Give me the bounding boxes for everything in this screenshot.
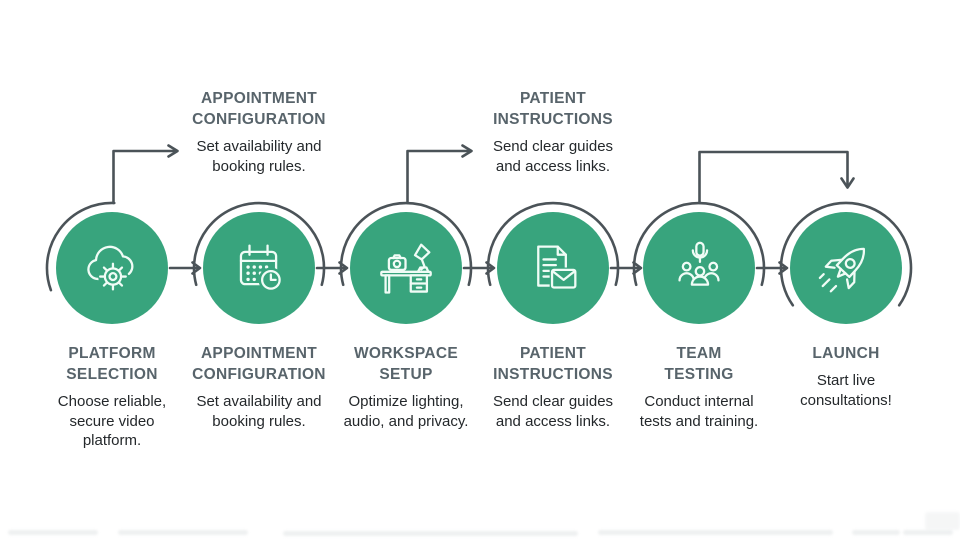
bottom-blur-artifact bbox=[8, 530, 98, 535]
step-label-instructions: PATIENT INSTRUCTIONS Send clear guides a… bbox=[463, 343, 643, 431]
calendar-clock-icon bbox=[239, 244, 284, 293]
callout-appointment: APPOINTMENT CONFIGURATION Set availabili… bbox=[169, 88, 349, 176]
bottom-blur-artifact bbox=[903, 530, 953, 535]
rocket-icon bbox=[818, 247, 865, 293]
step-description: Choose reliable, secure video platform. bbox=[57, 393, 167, 449]
desk-workspace-icon bbox=[380, 243, 432, 294]
step-title-line: TESTING bbox=[664, 366, 734, 383]
step-arcs bbox=[45, 201, 913, 307]
step-label-appointment: APPOINTMENT CONFIGURATION Set availabili… bbox=[169, 343, 349, 431]
step-circle-team bbox=[643, 212, 755, 324]
step-title-line: PLATFORM bbox=[68, 345, 156, 362]
step-circle-platform bbox=[56, 212, 168, 324]
step-circle-workspace bbox=[350, 212, 462, 324]
step-label-platform: PLATFORM SELECTION Choose reliable, secu… bbox=[22, 343, 202, 451]
callout-arrows bbox=[112, 144, 855, 205]
bottom-blur-artifact bbox=[118, 530, 248, 535]
step-title-line: PATIENT bbox=[519, 345, 587, 362]
callout-description: Send clear guides and access links. bbox=[492, 138, 614, 175]
step-description: Conduct internal tests and training. bbox=[639, 393, 759, 430]
callout-title-line: APPOINTMENT bbox=[200, 90, 318, 107]
callout-title-line: PATIENT bbox=[519, 90, 587, 107]
step-title: TEAM TESTING bbox=[609, 343, 789, 385]
callout-patient: PATIENT INSTRUCTIONS Send clear guides a… bbox=[463, 88, 643, 176]
step-title-line: LAUNCH bbox=[812, 345, 880, 362]
step-label-team: TEAM TESTING Conduct internal tests and … bbox=[609, 343, 789, 431]
bottom-blur-artifact bbox=[852, 530, 900, 535]
step-title-line: APPOINTMENT bbox=[200, 345, 318, 362]
callout-title: APPOINTMENT CONFIGURATION bbox=[169, 88, 349, 130]
step-title: LAUNCH bbox=[756, 343, 936, 364]
step-title-line: WORKSPACE bbox=[353, 345, 459, 362]
step-title: PATIENT INSTRUCTIONS bbox=[463, 343, 643, 385]
step-title-line: SETUP bbox=[379, 366, 433, 383]
step-circle-launch bbox=[790, 212, 902, 324]
bottom-blur-artifact bbox=[925, 512, 960, 530]
callout-title-line: INSTRUCTIONS bbox=[493, 111, 613, 128]
callout-description: Set availability and booking rules. bbox=[196, 138, 322, 175]
step-description: Optimize lighting, audio, and privacy. bbox=[343, 393, 469, 430]
step-title-line: TEAM bbox=[676, 345, 722, 362]
step-title: WORKSPACE SETUP bbox=[316, 343, 496, 385]
bottom-blur-artifact bbox=[283, 531, 578, 536]
cloud-gear-icon bbox=[87, 245, 134, 292]
step-title-line: CONFIGURATION bbox=[192, 366, 326, 383]
bottom-blur-artifact bbox=[598, 530, 833, 535]
callout-title-line: CONFIGURATION bbox=[192, 111, 326, 128]
step-title-line: INSTRUCTIONS bbox=[493, 366, 613, 383]
step-description: Start live consultations! bbox=[800, 372, 892, 409]
step-description: Send clear guides and access links. bbox=[492, 393, 614, 430]
step-circle-instructions bbox=[497, 212, 609, 324]
team-microphone-icon bbox=[678, 241, 720, 286]
step-title-line: SELECTION bbox=[66, 366, 158, 383]
step-title: PLATFORM SELECTION bbox=[22, 343, 202, 385]
step-circle-appointment bbox=[203, 212, 315, 324]
flow-arrows bbox=[168, 261, 789, 275]
step-title: APPOINTMENT CONFIGURATION bbox=[169, 343, 349, 385]
step-label-launch: LAUNCH Start live consultations! bbox=[756, 343, 936, 410]
step-description: Set availability and booking rules. bbox=[196, 393, 322, 430]
callout-title: PATIENT INSTRUCTIONS bbox=[463, 88, 643, 130]
step-label-workspace: WORKSPACE SETUP Optimize lighting, audio… bbox=[316, 343, 496, 431]
document-envelope-icon bbox=[537, 245, 578, 291]
